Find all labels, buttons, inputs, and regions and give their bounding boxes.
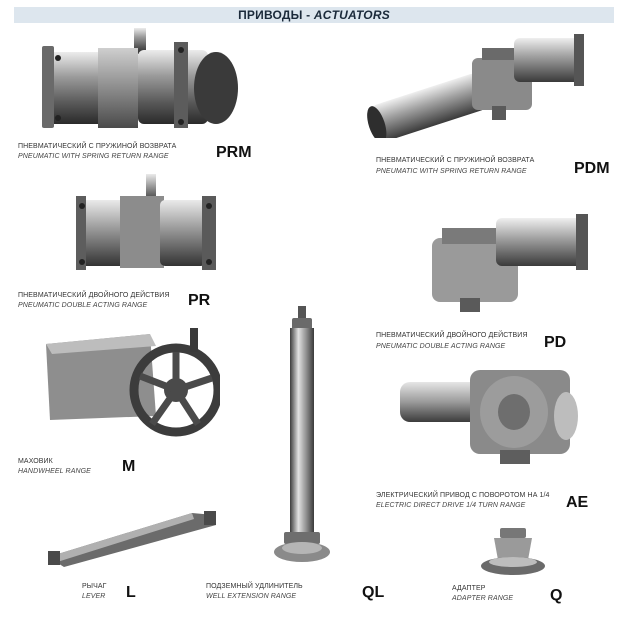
pr-actuator-image bbox=[74, 174, 224, 274]
title-en: ACTUATORS bbox=[313, 8, 390, 22]
ae-label-en: ELECTRIC DIRECT DRIVE 1/4 TURN RANGE bbox=[376, 502, 526, 509]
title-ru: ПРИВОДЫ bbox=[238, 8, 303, 22]
header-banner: ПРИВОДЫ - ACTUATORS bbox=[14, 7, 614, 23]
page-title: ПРИВОДЫ - ACTUATORS bbox=[238, 8, 390, 22]
pd-label-ru: ПНЕВМАТИЧЕСКИЙ ДВОЙНОГО ДЕЙСТВИЯ bbox=[376, 332, 528, 339]
prm-label-ru: ПНЕВМАТИЧЕСКИЙ С ПРУЖИНОЙ ВОЗВРАТА bbox=[18, 143, 177, 150]
m-label-ru: МАХОВИК bbox=[18, 458, 53, 465]
pdm-actuator-image bbox=[364, 28, 594, 138]
ae-actuator-image bbox=[396, 364, 586, 474]
pdm-label-en: PNEUMATIC WITH SPRING RETURN RANGE bbox=[376, 168, 527, 175]
handwheel-image bbox=[40, 324, 220, 452]
lever-image bbox=[44, 505, 224, 575]
prm-code: PRM bbox=[216, 144, 252, 161]
prm-actuator-image bbox=[38, 28, 238, 133]
pr-label-ru: ПНЕВМАТИЧЕСКИЙ ДВОЙНОГО ДЕЙСТВИЯ bbox=[18, 292, 170, 299]
ql-code: QL bbox=[362, 584, 385, 601]
ae-label-ru: ЭЛЕКТРИЧЕСКИЙ ПРИВОД С ПОВОРОТОМ НА 1/4 bbox=[376, 492, 550, 499]
q-label-en: ADAPTER RANGE bbox=[452, 595, 514, 602]
pr-label-en: PNEUMATIC DOUBLE ACTING RANGE bbox=[18, 302, 148, 309]
pd-code: PD bbox=[544, 334, 567, 351]
ae-code: AE bbox=[566, 494, 589, 511]
q-code: Q bbox=[550, 587, 563, 604]
prm-label-en: PNEUMATIC WITH SPRING RETURN RANGE bbox=[18, 153, 169, 160]
m-code: M bbox=[122, 458, 136, 475]
pr-code: PR bbox=[188, 292, 211, 309]
pd-label-en: PNEUMATIC DOUBLE ACTING RANGE bbox=[376, 343, 506, 350]
q-label-ru: АДАПТЕР bbox=[452, 585, 486, 592]
pdm-label-ru: ПНЕВМАТИЧЕСКИЙ С ПРУЖИНОЙ ВОЗВРАТА bbox=[376, 157, 535, 164]
adapter-image bbox=[478, 526, 548, 582]
well-extension-image bbox=[274, 306, 334, 568]
ql-label-en: WELL EXTENSION RANGE bbox=[206, 593, 297, 600]
ql-label-ru: ПОДЗЕМНЫЙ УДЛИНИТЕЛЬ bbox=[206, 583, 303, 590]
l-label-en: LEVER bbox=[82, 593, 106, 600]
pd-actuator-image bbox=[426, 208, 596, 318]
m-label-en: HANDWHEEL RANGE bbox=[18, 468, 91, 475]
pdm-code: PDM bbox=[574, 160, 610, 177]
l-code: L bbox=[126, 584, 136, 601]
l-label-ru: РЫЧАГ bbox=[82, 583, 107, 590]
